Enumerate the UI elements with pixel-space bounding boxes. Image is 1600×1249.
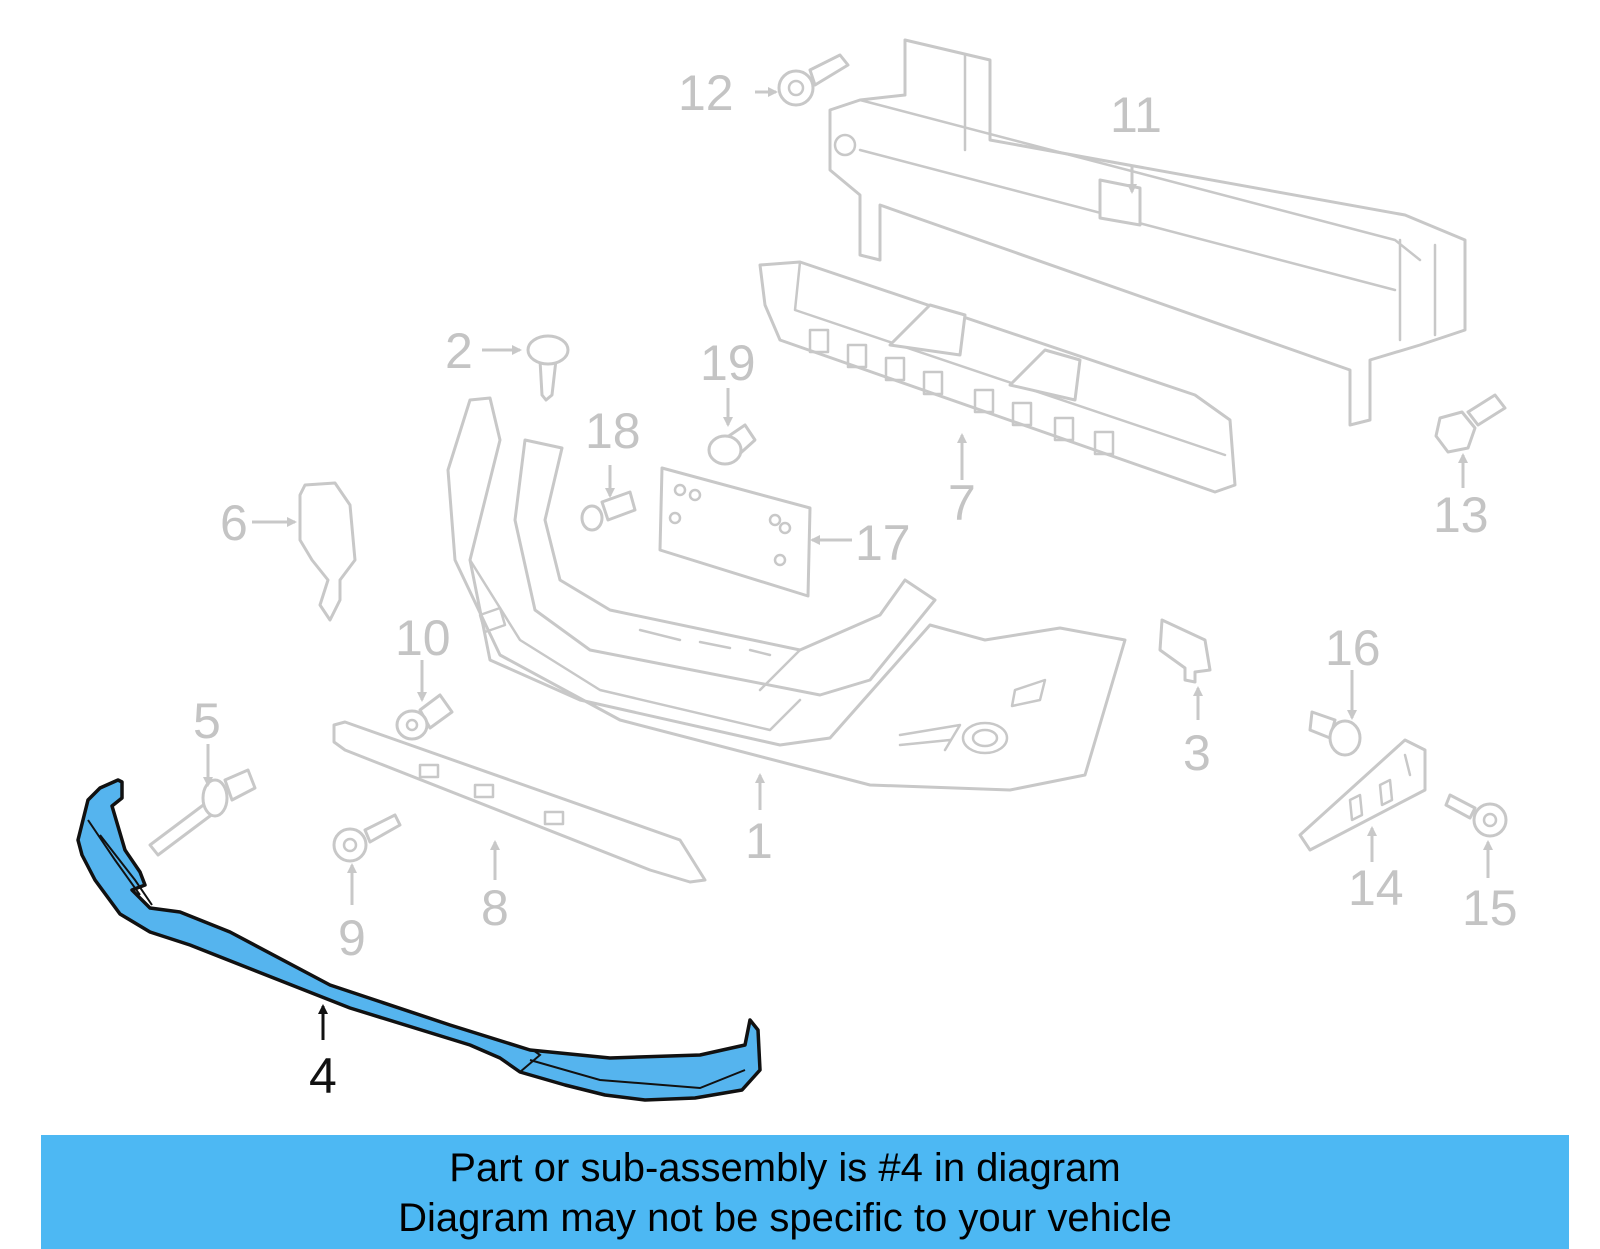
callout-8: 8 [481, 880, 509, 936]
part-4-lower-spoiler [76, 778, 762, 1102]
callout-14: 14 [1348, 860, 1404, 916]
callout-15: 15 [1462, 880, 1518, 936]
callout-12: 12 [678, 65, 734, 121]
callout-6: 6 [220, 495, 248, 551]
part-13-bolt [1434, 393, 1507, 454]
callout-7: 7 [948, 475, 976, 531]
banner-line-2: Diagram may not be specific to your vehi… [398, 1196, 1172, 1240]
callout-3: 3 [1183, 725, 1211, 781]
part-14-bracket [1298, 738, 1427, 852]
part-19-clip [707, 423, 757, 466]
callout-10: 10 [395, 610, 451, 666]
part-15-screw [1444, 793, 1508, 838]
part-6-bracket [298, 481, 357, 622]
part-1-bumper-cover [446, 396, 1127, 792]
part-9-screw [332, 813, 402, 863]
part-7-energy-absorber [758, 260, 1237, 494]
part-10-clip [395, 693, 454, 741]
callout-4: 4 [309, 1048, 337, 1104]
callout-2: 2 [445, 323, 473, 379]
info-banner: Part or sub-assembly is #4 in diagram Di… [41, 1135, 1569, 1249]
callout-17: 17 [855, 515, 911, 571]
callout-18: 18 [585, 403, 641, 459]
part-8-lower-bracket [332, 720, 707, 884]
callout-5: 5 [193, 693, 221, 749]
part-2-screw [526, 334, 570, 402]
part-3-bracket [1158, 618, 1212, 684]
banner-line-1: Part or sub-assembly is #4 in diagram [449, 1146, 1121, 1190]
part-18-clip [580, 490, 637, 532]
callout-19: 19 [700, 335, 756, 391]
part-16-clip [1308, 710, 1362, 757]
part-12-bolt [777, 53, 850, 107]
callout-11: 11 [1110, 87, 1162, 143]
callout-13: 13 [1433, 487, 1489, 543]
callout-1: 1 [745, 813, 773, 869]
part-5-rivet [148, 768, 257, 857]
callout-9: 9 [338, 910, 366, 966]
part-17-license-plate-bracket [658, 466, 812, 598]
callout-16: 16 [1325, 620, 1381, 676]
leader-arrows [203, 87, 1493, 1040]
